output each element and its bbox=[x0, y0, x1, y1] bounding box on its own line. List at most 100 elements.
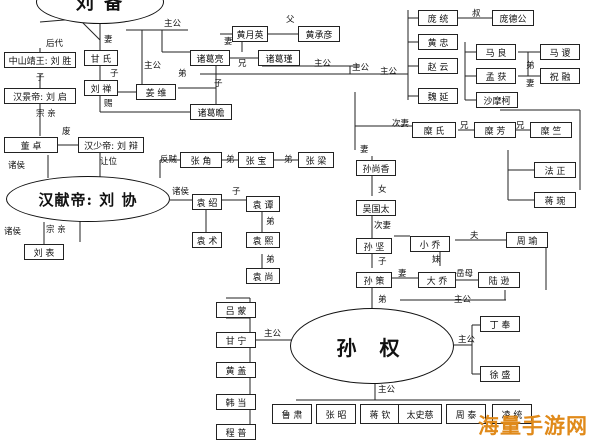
label-di: 弟 bbox=[526, 61, 535, 71]
label-di: 弟 bbox=[266, 255, 275, 265]
label-mei: 妹 bbox=[432, 255, 441, 265]
node-lingtong[interactable]: 凌 统 bbox=[492, 404, 532, 424]
node-sunce[interactable]: 孙 策 bbox=[356, 272, 392, 288]
node-huanggai[interactable]: 黄 盖 bbox=[216, 362, 256, 378]
label-zhugong: 主公 bbox=[264, 329, 282, 339]
label-qi: 妻 bbox=[398, 269, 407, 279]
node-zhangliang[interactable]: 张 梁 bbox=[298, 152, 334, 168]
node-handang[interactable]: 韩 当 bbox=[216, 394, 256, 410]
node-shashike[interactable]: 沙摩柯 bbox=[476, 92, 518, 108]
label-rangwei: 让位 bbox=[100, 157, 118, 167]
label-xiong: 兄 bbox=[516, 121, 525, 131]
node-pangdegong[interactable]: 庞德公 bbox=[492, 10, 534, 26]
node-dingfeng[interactable]: 丁 奉 bbox=[480, 316, 520, 332]
node-zhangjiao[interactable]: 张 角 bbox=[180, 152, 222, 168]
label-zi: 子 bbox=[214, 79, 223, 89]
node-yuanshu[interactable]: 袁 术 bbox=[192, 232, 222, 248]
node-xiandi[interactable]: 汉献帝: 刘 协 bbox=[6, 176, 170, 222]
node-sunquan[interactable]: 孙 权 bbox=[290, 308, 454, 384]
node-mizhu[interactable]: 糜 竺 bbox=[530, 122, 572, 138]
node-dongzhuo[interactable]: 董 卓 bbox=[4, 137, 58, 153]
node-maliang[interactable]: 马 良 bbox=[476, 44, 516, 60]
node-zhugezhan[interactable]: 诸葛瞻 bbox=[190, 104, 232, 120]
node-liubiao[interactable]: 刘 表 bbox=[24, 244, 64, 260]
node-daqiao[interactable]: 大 乔 bbox=[418, 272, 456, 288]
node-pangtong[interactable]: 庞 统 bbox=[418, 10, 458, 26]
label-houdai: 后代 bbox=[46, 39, 64, 49]
node-zhangzhao[interactable]: 张 昭 bbox=[316, 404, 356, 424]
node-taishici[interactable]: 太史慈 bbox=[398, 404, 442, 424]
label-ciqi: 次妻 bbox=[374, 221, 392, 231]
node-jiangwei[interactable]: 姜 维 bbox=[136, 84, 176, 100]
label-nv: 女 bbox=[378, 185, 387, 195]
node-mifang[interactable]: 糜 芳 bbox=[474, 122, 516, 138]
node-xiaoqiao[interactable]: 小 乔 bbox=[410, 236, 450, 252]
node-yuanxi[interactable]: 袁 熙 bbox=[246, 232, 280, 248]
node-masu[interactable]: 马 谡 bbox=[540, 44, 580, 60]
node-jiangqin[interactable]: 蒋 钦 bbox=[360, 404, 400, 424]
label-zhugong: 主公 bbox=[458, 335, 476, 345]
node-zhoutai[interactable]: 周 泰 bbox=[446, 404, 486, 424]
label-qi: 妻 bbox=[104, 35, 113, 45]
node-zhongshan[interactable]: 中山靖王: 刘 胜 bbox=[4, 52, 76, 68]
label-ciqi: 次妻 bbox=[392, 119, 410, 129]
node-zhaoyun[interactable]: 赵 云 bbox=[418, 58, 458, 74]
label-zi: 子 bbox=[232, 187, 241, 197]
node-zhugeliang[interactable]: 诸葛亮 bbox=[190, 50, 230, 66]
node-wuguotai[interactable]: 吴国太 bbox=[356, 200, 396, 216]
node-chengpu[interactable]: 程 普 bbox=[216, 424, 256, 440]
label-zhugong: 主公 bbox=[378, 385, 396, 395]
node-sunshangxiang[interactable]: 孙尚香 bbox=[356, 160, 396, 176]
label-zhugong: 主公 bbox=[144, 61, 162, 71]
label-zhuhou: 诸侯 bbox=[8, 161, 26, 171]
label-zhuhou: 诸侯 bbox=[172, 187, 190, 197]
node-huangzhong[interactable]: 黄 忠 bbox=[418, 34, 458, 50]
label-qi: 妻 bbox=[360, 145, 369, 155]
label-shu: 叔 bbox=[472, 9, 481, 19]
label-xiong: 兄 bbox=[238, 59, 247, 69]
node-yuanshao[interactable]: 袁 绍 bbox=[192, 194, 222, 210]
node-huangchengyan[interactable]: 黄承彦 bbox=[298, 26, 340, 42]
watermark-logo: 海量手游网 bbox=[478, 414, 588, 438]
node-yuanshang[interactable]: 袁 尚 bbox=[246, 268, 280, 284]
label-zi: 子 bbox=[378, 257, 387, 267]
label-yuemu: 岳母 bbox=[456, 269, 474, 279]
node-zhangbao[interactable]: 张 宝 bbox=[238, 152, 274, 168]
node-xusheng[interactable]: 徐 盛 bbox=[480, 366, 520, 382]
node-jingdi[interactable]: 汉景帝: 刘 启 bbox=[4, 88, 76, 104]
node-liuchan[interactable]: 刘 禅 bbox=[84, 80, 118, 96]
label-zhuhou: 诸侯 bbox=[4, 227, 22, 237]
node-menghuo[interactable]: 孟 获 bbox=[476, 68, 516, 84]
node-yuantan[interactable]: 袁 谭 bbox=[246, 196, 280, 212]
node-lusu[interactable]: 鲁 肃 bbox=[272, 404, 312, 424]
node-huangyueying[interactable]: 黄月英 bbox=[232, 26, 268, 42]
node-zhurong[interactable]: 祝 融 bbox=[540, 68, 580, 84]
node-sunjian[interactable]: 孙 坚 bbox=[356, 238, 392, 254]
node-mishi[interactable]: 糜 氏 bbox=[412, 122, 456, 138]
label-di: 弟 bbox=[284, 155, 293, 165]
label-qi: 妻 bbox=[224, 37, 233, 47]
label-zhugong: 主公 bbox=[380, 67, 398, 77]
label-xiong: 兄 bbox=[460, 121, 469, 131]
label-zongqin: 宗 亲 bbox=[46, 225, 66, 235]
node-jiangwan[interactable]: 蒋 琬 bbox=[534, 192, 576, 208]
label-zi: 子 bbox=[110, 69, 119, 79]
label-ci: 赐 bbox=[104, 99, 113, 109]
node-zhouyu[interactable]: 周 瑜 bbox=[506, 232, 548, 248]
node-luxun[interactable]: 陆 逊 bbox=[478, 272, 520, 288]
label-zhugong: 主公 bbox=[164, 19, 182, 29]
label-zhugong: 主公 bbox=[314, 59, 332, 69]
node-ganshi[interactable]: 甘 氏 bbox=[84, 50, 118, 66]
node-fazheng[interactable]: 法 正 bbox=[534, 162, 576, 178]
label-di: 弟 bbox=[226, 155, 235, 165]
node-lvmeng[interactable]: 吕 蒙 bbox=[216, 302, 256, 318]
node-ganning[interactable]: 甘 宁 bbox=[216, 332, 256, 348]
node-shaodi[interactable]: 汉少帝: 刘 辩 bbox=[78, 137, 144, 153]
label-zhugong: 主公 bbox=[454, 295, 472, 305]
label-zi: 子 bbox=[36, 73, 45, 83]
node-weiyan[interactable]: 魏 延 bbox=[418, 88, 458, 104]
node-zhugejin[interactable]: 诸葛瑾 bbox=[258, 50, 300, 66]
label-di: 弟 bbox=[378, 295, 387, 305]
label-fu: 夫 bbox=[470, 231, 479, 241]
